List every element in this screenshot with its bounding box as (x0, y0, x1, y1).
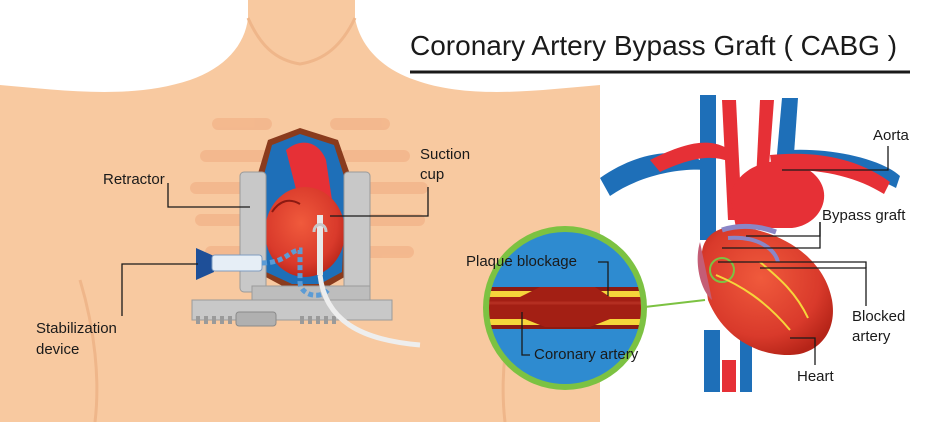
label-retractor: Retractor (103, 171, 165, 188)
label-bypass-graft: Bypass graft (822, 207, 906, 224)
label-stabilization-line2: device (36, 341, 80, 358)
heart-anatomy (600, 95, 900, 392)
label-suction-cup-line2: cup (420, 166, 445, 183)
label-aorta: Aorta (873, 127, 909, 144)
label-heart: Heart (797, 368, 834, 385)
stabilization-device (196, 215, 421, 348)
label-blocked-artery-line2: artery (852, 328, 891, 345)
label-stabilization-line1: Stabilization (36, 320, 117, 337)
label-suction-cup-line1: Suction (420, 146, 471, 163)
right-leader-lines (718, 146, 889, 365)
label-plaque-blockage: Plaque blockage (466, 253, 577, 270)
zoom-leader-lines (521, 261, 609, 356)
label-coronary-artery: Coronary artery (534, 346, 639, 363)
diagram-title: Coronary Artery Bypass Graft ( CABG ) (410, 30, 898, 61)
left-leader-lines (121, 183, 429, 316)
zoom-connector (635, 299, 706, 309)
label-blocked-artery-line1: Blocked (852, 308, 906, 325)
chest-opening (256, 128, 352, 290)
